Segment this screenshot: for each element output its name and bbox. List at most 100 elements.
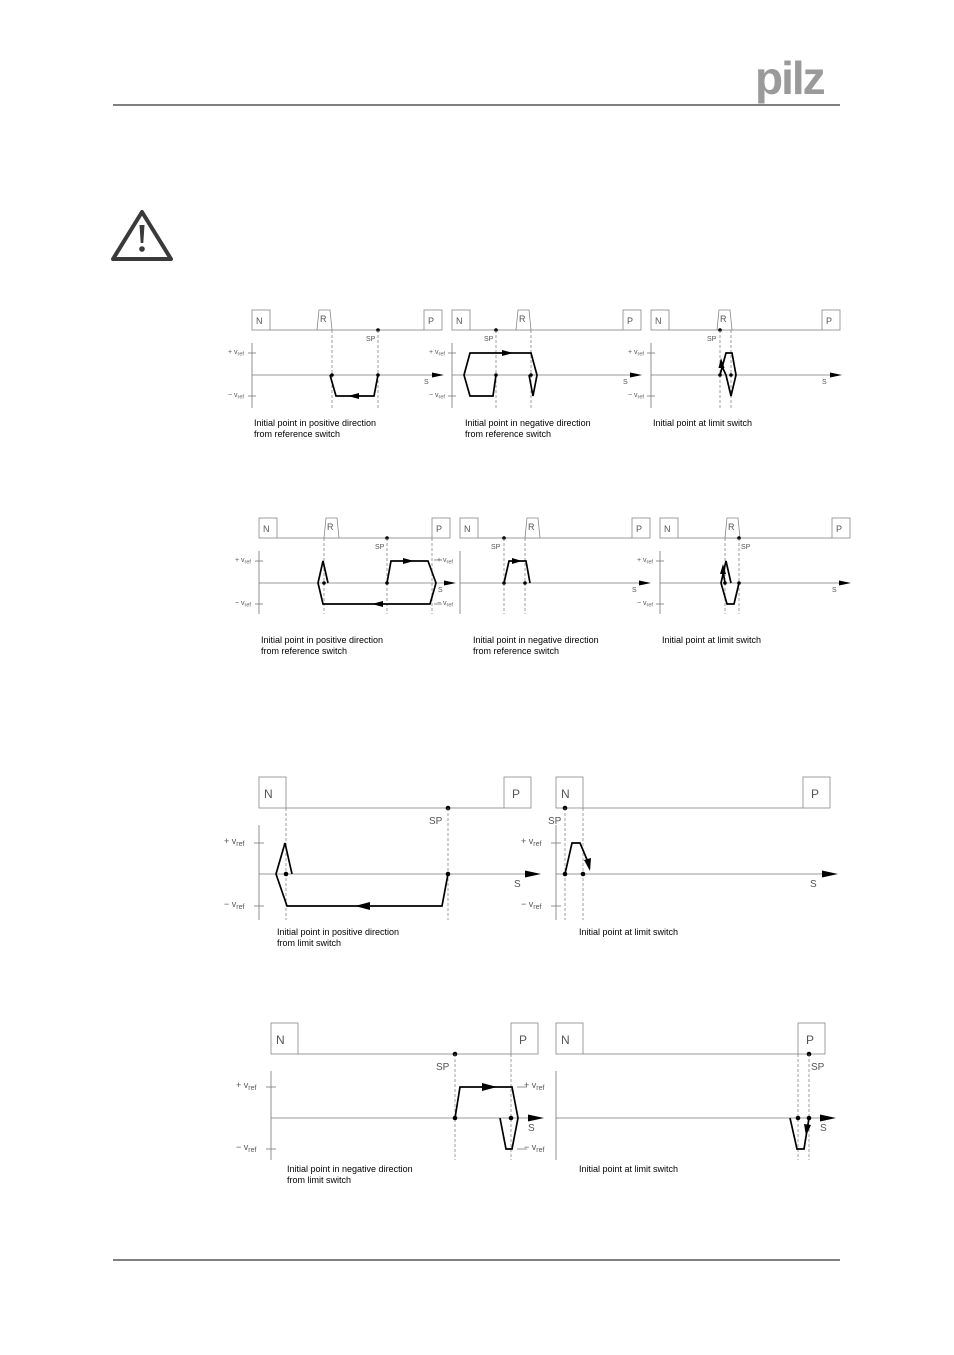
svg-text:− vref: − vref <box>429 392 445 401</box>
svg-text:− vref: − vref <box>236 1142 256 1154</box>
svg-text:SP: SP <box>811 1062 825 1073</box>
svg-text:SP: SP <box>741 544 751 551</box>
diagram-neg-ref-1: N P R SP + vref − vref S Initial point i… <box>429 309 642 439</box>
svg-text:+ vref: + vref <box>429 349 445 358</box>
svg-text:P: P <box>428 316 434 326</box>
diagram-neg-lim-4: N P SP + vref − vref + vref − vref S Ini… <box>236 1022 544 1185</box>
svg-text:Initial point at limit switch: Initial point at limit switch <box>653 418 752 428</box>
svg-text:P: P <box>519 1033 527 1047</box>
diagram-limit-4: N P SP S Initial point at limit switch <box>555 1022 836 1174</box>
svg-text:R: R <box>327 522 334 532</box>
pilz-logo: pilz <box>755 52 827 104</box>
svg-text:N: N <box>276 1033 285 1047</box>
svg-text:P: P <box>436 524 442 534</box>
svg-text:Initial point at limit switch: Initial point at limit switch <box>579 927 678 937</box>
diagram-pos-ref-2: N P R SP + vref − vref + vref − vref S <box>235 517 456 656</box>
svg-text:S: S <box>832 587 837 594</box>
svg-text:S: S <box>822 379 827 386</box>
diagram-row-3: N P SP + vref − vref S Initial point in … <box>224 776 838 948</box>
svg-text:N: N <box>664 524 671 534</box>
svg-text:from limit switch: from limit switch <box>277 938 341 948</box>
svg-text:S: S <box>632 587 637 594</box>
svg-text:+ vref: + vref <box>524 1080 544 1092</box>
svg-text:P: P <box>836 524 842 534</box>
svg-text:Initial point in negative dire: Initial point in negative direction <box>465 418 591 428</box>
svg-text:− vref: − vref <box>224 899 244 911</box>
svg-text:S: S <box>514 879 521 890</box>
svg-text:N: N <box>256 316 263 326</box>
svg-text:S: S <box>820 1123 827 1134</box>
svg-text:P: P <box>826 316 832 326</box>
svg-text:from reference switch: from reference switch <box>465 429 551 439</box>
svg-text:N: N <box>561 1033 570 1047</box>
svg-text:Initial point at limit switch: Initial point at limit switch <box>579 1164 678 1174</box>
svg-text:SP: SP <box>429 816 443 827</box>
diagram-neg-ref-2: N P R SP S Initial point in negative dir… <box>459 517 651 656</box>
svg-text:P: P <box>512 787 520 801</box>
svg-text:+ vref: + vref <box>235 557 251 566</box>
svg-text:+ vref: + vref <box>236 1080 256 1092</box>
svg-text:from reference switch: from reference switch <box>473 646 559 656</box>
warning-triangle-icon <box>111 210 173 261</box>
svg-text:+ vref: + vref <box>637 557 653 566</box>
svg-text:S: S <box>623 379 628 386</box>
svg-text:R: R <box>519 314 526 324</box>
svg-text:+ vref: + vref <box>521 836 541 848</box>
svg-text:S: S <box>810 879 817 890</box>
svg-text:R: R <box>320 314 327 324</box>
svg-text:P: P <box>636 524 642 534</box>
svg-text:SP: SP <box>491 544 501 551</box>
svg-text:Initial point at limit switch: Initial point at limit switch <box>662 635 761 645</box>
diagram-limit-3: N P SP + vref − vref S Initial point at … <box>521 776 838 937</box>
svg-text:− vref: − vref <box>437 600 453 609</box>
svg-text:from limit switch: from limit switch <box>287 1175 351 1185</box>
svg-text:SP: SP <box>484 336 494 343</box>
svg-text:from reference switch: from reference switch <box>261 646 347 656</box>
svg-text:− vref: − vref <box>628 392 644 401</box>
svg-text:N: N <box>263 524 270 534</box>
svg-text:Initial point in positive dire: Initial point in positive direction <box>277 927 399 937</box>
svg-text:pilz: pilz <box>755 52 825 104</box>
svg-text:S: S <box>438 587 443 594</box>
diagram-pos-ref-1: N P R SP + vref − vref S Initial point i… <box>228 309 444 439</box>
svg-text:R: R <box>728 522 735 532</box>
svg-text:SP: SP <box>548 816 562 827</box>
svg-text:SP: SP <box>366 336 376 343</box>
svg-text:R: R <box>528 522 535 532</box>
svg-text:N: N <box>264 787 273 801</box>
svg-text:Initial point in positive dire: Initial point in positive direction <box>261 635 383 645</box>
diagram-limit-1: N P R SP + vref − vref S Initial point a… <box>628 309 842 428</box>
diagram-pos-lim-3: N P SP + vref − vref S Initial point in … <box>224 776 541 948</box>
svg-text:+ vref: + vref <box>628 349 644 358</box>
svg-text:from reference switch: from reference switch <box>254 429 340 439</box>
diagram-row-4: N P SP + vref − vref + vref − vref S Ini… <box>236 1022 836 1185</box>
svg-text:− vref: − vref <box>235 600 251 609</box>
svg-text:P: P <box>811 787 819 801</box>
svg-text:Initial point in negative dire: Initial point in negative direction <box>287 1164 413 1174</box>
svg-text:SP: SP <box>707 336 717 343</box>
svg-text:Initial point in positive dire: Initial point in positive direction <box>254 418 376 428</box>
svg-text:R: R <box>720 314 727 324</box>
svg-text:N: N <box>655 316 662 326</box>
svg-text:P: P <box>627 316 633 326</box>
diagram-row-2: N P R SP + vref − vref + vref − vref S <box>235 517 851 656</box>
svg-text:N: N <box>464 524 471 534</box>
svg-text:Initial point in negative dire: Initial point in negative direction <box>473 635 599 645</box>
svg-text:S: S <box>528 1123 535 1134</box>
svg-text:+ vref: + vref <box>224 836 244 848</box>
svg-text:+ vref: + vref <box>437 557 453 566</box>
svg-text:N: N <box>456 316 463 326</box>
svg-text:P: P <box>806 1033 814 1047</box>
svg-text:N: N <box>561 787 570 801</box>
svg-text:− vref: − vref <box>521 899 541 911</box>
svg-text:− vref: − vref <box>524 1142 544 1154</box>
svg-text:+ vref: + vref <box>228 349 244 358</box>
svg-text:SP: SP <box>375 544 385 551</box>
diagram-row-1: N P R SP + vref − vref S Initial point i… <box>228 309 842 439</box>
diagram-limit-2: N P R SP + vref − vref S Initial point a… <box>637 517 851 645</box>
svg-text:SP: SP <box>436 1062 450 1073</box>
svg-text:− vref: − vref <box>228 392 244 401</box>
svg-text:− vref: − vref <box>637 600 653 609</box>
svg-text:S: S <box>424 379 429 386</box>
